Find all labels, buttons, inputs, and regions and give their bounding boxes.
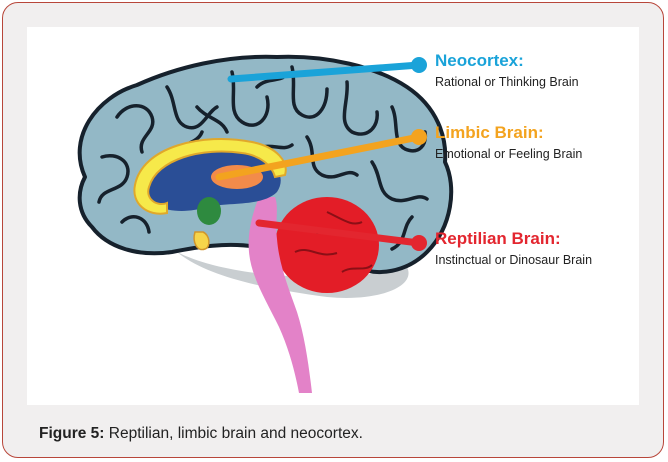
reptilian-subtitle: Instinctual or Dinosaur Brain <box>435 251 595 269</box>
figure-frame: Neocortex: Rational or Thinking Brain Li… <box>2 2 664 458</box>
label-limbic: Limbic Brain: Emotional or Feeling Brain <box>435 123 582 163</box>
cerebellum-shape <box>275 197 379 293</box>
neocortex-subtitle: Rational or Thinking Brain <box>435 73 579 91</box>
limbic-title: Limbic Brain: <box>435 123 582 143</box>
neocortex-title: Neocortex: <box>435 51 579 71</box>
figure-caption: Figure 5: Reptilian, limbic brain and ne… <box>39 425 363 443</box>
limbic-subtitle: Emotional or Feeling Brain <box>435 145 582 163</box>
label-neocortex: Neocortex: Rational or Thinking Brain <box>435 51 579 91</box>
reptilian-title: Reptilian Brain: <box>435 229 595 249</box>
caption-text: Reptilian, limbic brain and neocortex. <box>109 425 363 442</box>
pituitary-shape <box>194 232 209 250</box>
caption-label: Figure 5: <box>39 425 104 442</box>
label-reptilian: Reptilian Brain: Instinctual or Dinosaur… <box>435 229 595 269</box>
brain-diagram: Neocortex: Rational or Thinking Brain Li… <box>27 27 639 405</box>
amygdala-shape <box>197 197 221 225</box>
